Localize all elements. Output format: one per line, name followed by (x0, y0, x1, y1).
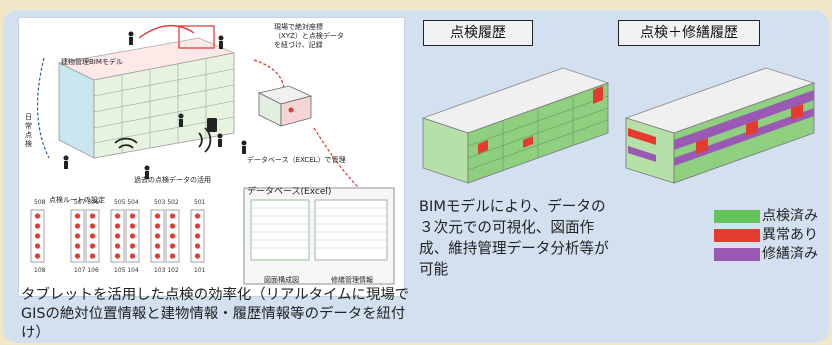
inspection-point (129, 243, 136, 249)
legend-swatch-repaired (714, 248, 760, 261)
inspection-point (34, 213, 41, 219)
floor-plan-label: 図面構成図 (264, 276, 299, 284)
inspection-point (129, 213, 136, 219)
side-label: 日常点検 (25, 113, 32, 148)
inspection-point (114, 253, 121, 259)
legend-swatch-inspected (714, 210, 760, 223)
inspection-point (194, 253, 201, 259)
legend-label-anomaly: 異常あり (762, 227, 818, 243)
coord-note: 現場で絶対座標 （XYZ）と点検データ を紐づけ、記録 (274, 23, 344, 49)
inspection-point (89, 233, 96, 239)
room-number-top: 503 502 (154, 199, 179, 206)
inspection-point (154, 223, 161, 229)
inspection-point (89, 243, 96, 249)
room-model (257, 85, 313, 127)
tablet-inspection-diagram: 508 108 507 506 107 106 505 504 105 104 503 50… (18, 17, 405, 297)
inspection-history-title: 点検履歴 (423, 20, 533, 46)
left-arrow (36, 57, 50, 159)
person-icons (63, 31, 247, 179)
diagram-svg: 508 108 507 506 107 106 505 504 105 104 503 50… (30, 25, 395, 285)
legend-label-inspected: 点検済み (762, 208, 818, 224)
room-number-bottom: 108 (34, 267, 46, 274)
inspection-point (114, 223, 121, 229)
inspection-point (129, 223, 136, 229)
signal-icons (114, 127, 212, 153)
inspection-point (194, 223, 201, 229)
inspection-point (129, 253, 136, 259)
route-label: 点検ルートの設定 (49, 196, 105, 204)
inspection-repair-model (624, 67, 816, 184)
top-arrow (138, 25, 195, 39)
inspection-point (34, 223, 41, 229)
inspection-point (74, 243, 81, 249)
inspection-point (169, 243, 176, 249)
room-number-bottom: 105 104 (114, 267, 139, 274)
floor-plan-grid: 508 108 507 506 107 106 505 504 105 104 503 50… (30, 199, 206, 274)
tablet-icon (207, 118, 217, 132)
legend-swatch-anomaly (714, 229, 760, 242)
inspection-point (154, 243, 161, 249)
inspection-point (89, 253, 96, 259)
inspection-point (74, 253, 81, 259)
inspection-point (154, 253, 161, 259)
room-number-bottom: 103 102 (154, 267, 179, 274)
inspection-repair-title: 点検＋修繕履歴 (618, 20, 760, 46)
inspection-point (74, 213, 81, 219)
legend-label-repaired: 修繕済み (762, 246, 818, 262)
db-arrow (313, 127, 360, 189)
inspection-point (74, 233, 81, 239)
inspection-point (154, 233, 161, 239)
inspection-point (34, 243, 41, 249)
inspection-point (89, 223, 96, 229)
mid-caption: BIMモデルにより、データの３次元での可視化、図面作成、維持管理データ分析等が可… (419, 198, 609, 278)
db-manage-label: データベース（EXCEL）で管理 (247, 156, 346, 164)
inspection-point (34, 233, 41, 239)
bim-model-label: 建物管理BIMモデル (61, 58, 123, 66)
inspection-point (154, 213, 161, 219)
inspection-point (194, 243, 201, 249)
room-number-top: 508 (34, 199, 46, 206)
inspection-point (114, 233, 121, 239)
room-number-top: 507 506 (74, 199, 99, 206)
inspection-point (169, 213, 176, 219)
inspection-point (34, 253, 41, 259)
inspection-point (169, 223, 176, 229)
left-caption: タブレットを活用した点検の効率化（リアルタイムに現場でGISの絶対位置情報と建物… (21, 287, 410, 341)
db-panel-title: データベース(Excel) (247, 187, 332, 197)
inspection-point (114, 243, 121, 249)
history-label: 修繕管理情報 (331, 276, 373, 284)
inspection-point (169, 233, 176, 239)
room-number-top: 501 (194, 199, 206, 206)
room-number-bottom: 101 (194, 267, 206, 274)
room-number-top: 505 504 (114, 199, 139, 206)
inspection-history-model (421, 67, 610, 184)
inspection-point (74, 223, 81, 229)
inspection-point (194, 233, 201, 239)
room-number-bottom: 107 106 (74, 267, 99, 274)
bim-building-model (57, 25, 236, 159)
excel-database-panel (243, 187, 395, 285)
inspection-point (89, 213, 96, 219)
past-data-label: 過去の点検データの活用 (134, 176, 211, 184)
inspection-point (169, 253, 176, 259)
inspection-point (114, 213, 121, 219)
inspection-point (194, 213, 201, 219)
inspection-point (129, 233, 136, 239)
